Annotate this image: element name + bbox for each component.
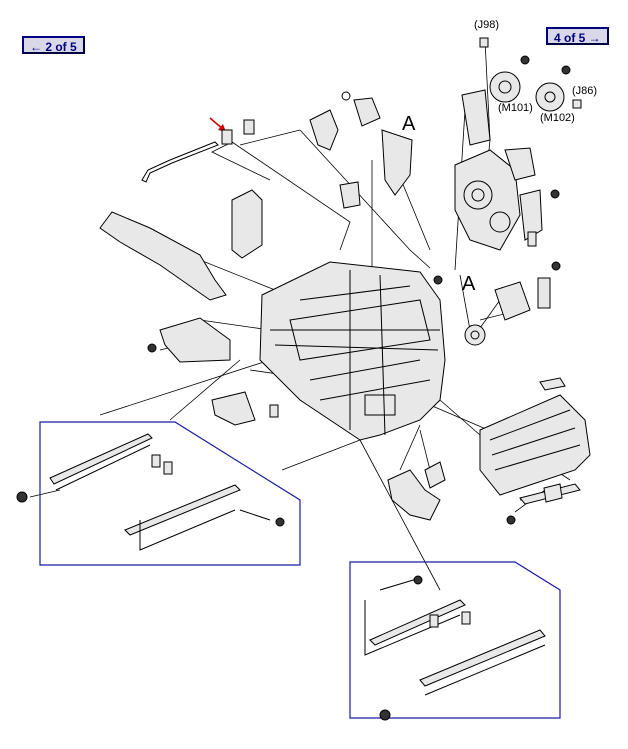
motor-m101 [479, 37, 530, 103]
callout-j86: (J86) [572, 85, 597, 97]
left-bracket [159, 317, 231, 363]
motor-m102 [535, 65, 582, 112]
main-chassis [259, 261, 446, 441]
callout-j98: (J98) [474, 19, 499, 31]
callout-a-top: A [402, 113, 416, 135]
left-mid-parts [211, 391, 279, 426]
screw-icon [147, 343, 157, 353]
next-page-button[interactable]: 4 of 5 → [546, 27, 609, 45]
left-rail-detail [16, 433, 285, 551]
left-rail-top [99, 211, 227, 301]
detail-frame-left [39, 421, 301, 566]
callout-m101: (M101) [498, 102, 533, 114]
callout-a-bottom: A [462, 273, 476, 295]
screw-icon-left [16, 491, 28, 503]
callout-m102: (M102) [540, 112, 575, 124]
detail-frame-right [349, 561, 561, 719]
small-lower-parts [387, 461, 581, 525]
vertical-panel [231, 189, 263, 259]
drive-assembly [454, 89, 543, 251]
right-gears [433, 189, 561, 346]
fuser-assembly [479, 377, 591, 496]
guide-rod [141, 141, 219, 183]
leader-lines [29, 39, 571, 591]
prev-page-button[interactable]: ← 2 of 5 [22, 36, 85, 54]
right-rail-detail [364, 575, 546, 721]
screw-icon-right [379, 709, 391, 721]
small-bracket-parts [221, 91, 413, 209]
